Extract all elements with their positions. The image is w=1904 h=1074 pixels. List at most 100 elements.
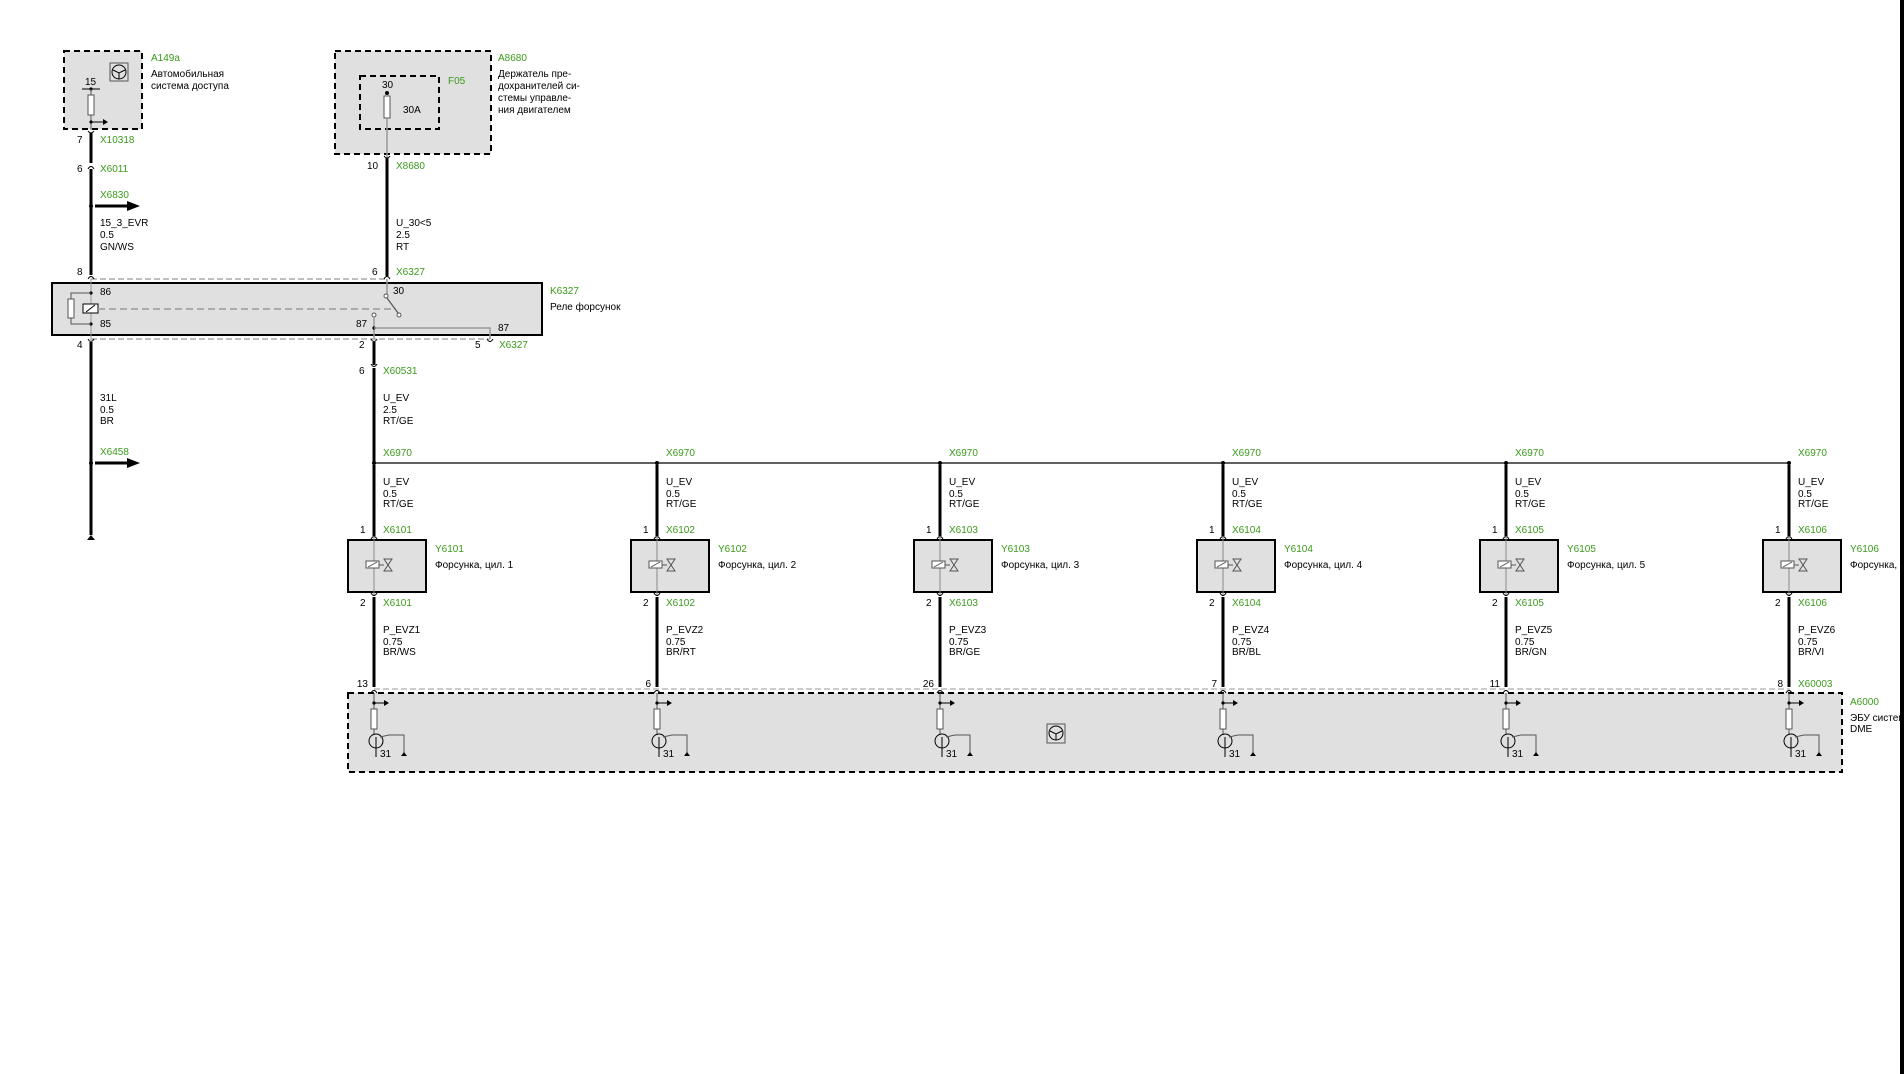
relay-pin-87b: 87 xyxy=(498,323,510,334)
injector-1[interactable] xyxy=(347,536,427,596)
solenoid-valve-icon xyxy=(1214,558,1242,572)
wire-gauge: 0.75 xyxy=(949,637,969,648)
injector-6[interactable] xyxy=(1762,536,1842,596)
ground-label: 31 xyxy=(663,749,675,760)
solenoid-valve-icon xyxy=(1497,558,1525,572)
wire-color: BR/GE xyxy=(949,647,980,658)
injector-5[interactable] xyxy=(1479,536,1559,596)
fuse-holder-id: A8680 xyxy=(498,53,527,64)
pin-label: 1 xyxy=(926,525,932,536)
component-fuse-holder[interactable]: 30 30A F05 A8680 Держатель пре- дохранит… xyxy=(334,50,580,157)
splice-dot xyxy=(655,461,659,465)
wire-signal: U_EV xyxy=(949,477,975,488)
connector-label: X6103 xyxy=(949,598,978,609)
injector-2[interactable] xyxy=(630,536,710,596)
wire-signal: U_EV xyxy=(1515,477,1541,488)
pin-label: 1 xyxy=(643,525,649,536)
connector-label: X6106 xyxy=(1798,525,1827,536)
component-relay[interactable]: 86 85 30 87 87 K6327 Реле форсунок xyxy=(51,276,621,343)
wire-signal: P_EVZ6 xyxy=(1798,625,1836,636)
injector-id: Y6104 xyxy=(1284,544,1313,555)
access-system-name-1: Автомобильная xyxy=(151,68,224,80)
wire-gauge: 2.5 xyxy=(396,230,410,241)
wire-color: RT/GE xyxy=(949,499,980,510)
splice-label: X6970 xyxy=(1515,448,1544,459)
continuation-arrow-icon[interactable] xyxy=(127,201,140,211)
wire-color: RT/GE xyxy=(1232,499,1263,510)
connector-label: X6011 xyxy=(100,164,129,175)
splice-label: X6458 xyxy=(100,447,129,458)
ecu-name-2: DME xyxy=(1850,724,1873,735)
fuse-rating: 30A xyxy=(403,105,421,116)
splice-dot xyxy=(372,461,376,465)
ecu-pin-label: 8 xyxy=(1777,679,1783,690)
component-ecu[interactable]: A6000 ЭБУ систем DME xyxy=(347,688,1904,773)
injector-name: Форсунка, ц xyxy=(1850,560,1904,571)
solenoid-valve-icon xyxy=(1780,558,1808,572)
access-system-id: A149a xyxy=(151,53,180,64)
ecu-pin-label: 11 xyxy=(1490,679,1501,690)
injector-id: Y6102 xyxy=(718,544,747,555)
splice-label: X6970 xyxy=(666,448,695,459)
injector-id: Y6106 xyxy=(1850,544,1879,555)
ecu-driver-transistor-icon: 31 xyxy=(1217,693,1256,760)
ground-end-icon xyxy=(87,535,95,540)
continuation-arrow-icon[interactable] xyxy=(127,458,140,468)
wire-color: RT/GE xyxy=(666,499,697,510)
connector-label: X6101 xyxy=(383,525,412,536)
ecu-box[interactable] xyxy=(347,692,1843,773)
wire-gauge: 2.5 xyxy=(383,405,397,416)
pin-label: 1 xyxy=(1492,525,1498,536)
pin-label: 1 xyxy=(1209,525,1215,536)
connector-label: X6101 xyxy=(383,598,412,609)
ecu-pin-label: 7 xyxy=(1211,679,1217,690)
injector-name: Форсунка, цил. 2 xyxy=(718,560,797,571)
wire-signal: P_EVZ1 xyxy=(383,625,421,636)
splice-dot xyxy=(1504,461,1508,465)
pin-label: 4 xyxy=(77,340,83,351)
solenoid-valve-icon xyxy=(931,558,959,572)
wire-gauge: 0.75 xyxy=(1232,637,1252,648)
pin-label: 6 xyxy=(372,267,378,278)
wire-color: RT/GE xyxy=(1515,499,1546,510)
pin-label: 1 xyxy=(360,525,366,536)
relay-resistor-icon xyxy=(67,298,75,319)
fuse-id: F05 xyxy=(448,76,466,87)
ground-label: 31 xyxy=(1795,749,1807,760)
splice-label: X6830 xyxy=(100,190,129,201)
ecu-pin-label: 6 xyxy=(645,679,651,690)
splice-label: X6970 xyxy=(949,448,978,459)
injector-4[interactable] xyxy=(1196,536,1276,596)
fuse-box[interactable] xyxy=(359,75,440,130)
injector-id: Y6105 xyxy=(1567,544,1596,555)
wire-signal: U_EV xyxy=(383,393,409,404)
wire-color: BR xyxy=(100,416,114,427)
pin-label: 2 xyxy=(359,340,365,351)
relay-name: Реле форсунок xyxy=(550,301,621,313)
solenoid-valve-icon xyxy=(648,558,676,572)
wire-signal: U_EV xyxy=(1232,477,1258,488)
access-system-box[interactable] xyxy=(63,50,143,130)
fuse-holder-name-3: стемы управле- xyxy=(498,93,571,104)
wire-color: GN/WS xyxy=(100,242,134,253)
injector-3[interactable] xyxy=(913,536,993,596)
power-branch: 10 X8680 U_30<5 2.5 RT 6 X6327 2 5 X6327… xyxy=(359,155,528,463)
pin-label: 6 xyxy=(359,366,365,377)
splice-label: X6970 xyxy=(1232,448,1261,459)
wire-gauge: 0.5 xyxy=(1232,489,1246,500)
pin-label: 2 xyxy=(1775,598,1781,609)
ground-label: 31 xyxy=(1512,749,1524,760)
connector-label: X6105 xyxy=(1515,525,1544,536)
ecu-driver-transistor-icon: 31 xyxy=(651,693,690,760)
connector-label: X10318 xyxy=(100,135,135,146)
component-access-system[interactable]: 15 A149a Автомобильная система доступа xyxy=(63,50,229,130)
wire-gauge: 0.75 xyxy=(383,637,403,648)
splice-dot xyxy=(1787,461,1791,465)
access-terminal-label: 15 xyxy=(85,77,97,88)
wire-signal: P_EVZ3 xyxy=(949,625,987,636)
fuse-holder-box[interactable] xyxy=(334,50,492,155)
